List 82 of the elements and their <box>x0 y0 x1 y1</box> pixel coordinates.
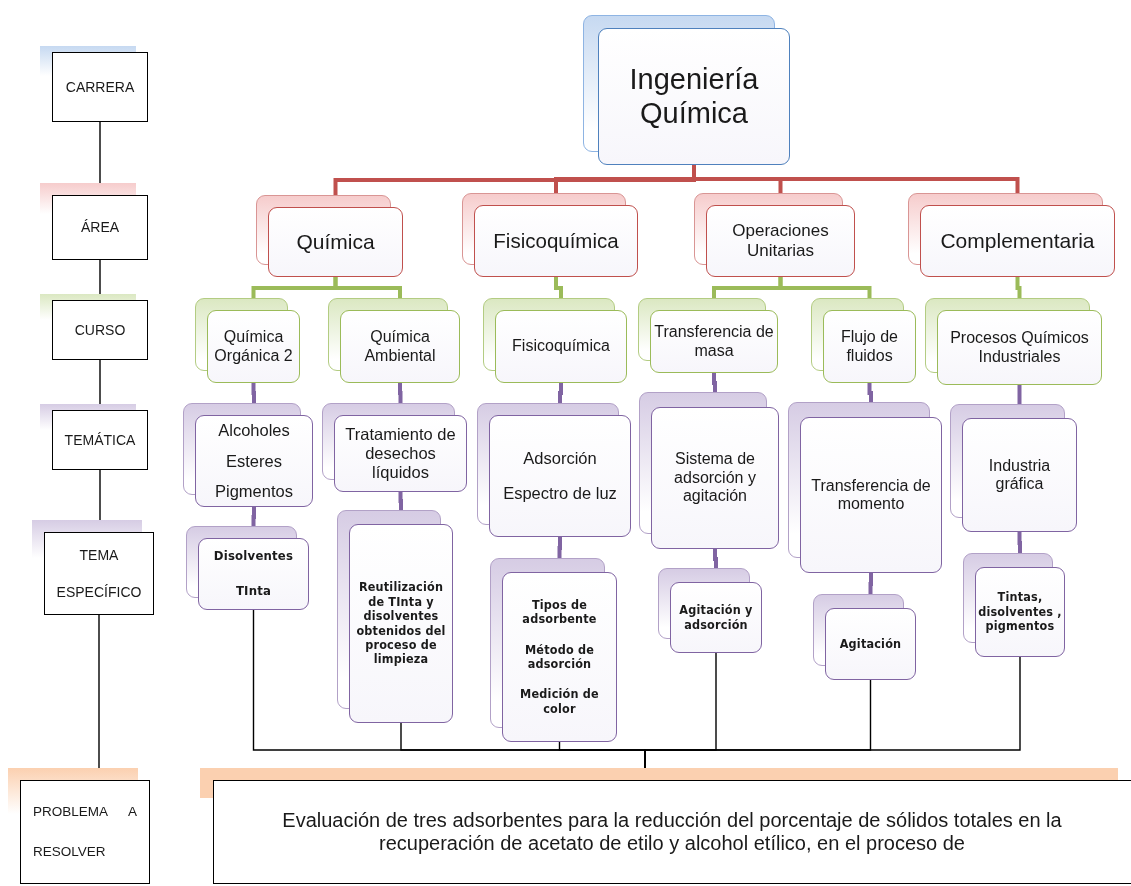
concept-text: Fisicoquímica <box>512 337 610 356</box>
connector-line <box>99 359 101 405</box>
concept-text: Industria gráfica <box>987 456 1052 494</box>
concept-text: Química Orgánica 2 <box>213 328 294 365</box>
concept-card <box>462 193 638 277</box>
concept-card <box>183 403 313 507</box>
connector-line <box>99 259 101 295</box>
concept-card <box>583 15 790 165</box>
concept-card <box>963 553 1065 657</box>
connector-line <box>713 549 718 568</box>
concept-card <box>328 298 460 383</box>
concept-card <box>337 510 453 723</box>
concept-text: Disolventes <box>213 549 294 564</box>
connector-line <box>868 573 873 594</box>
concept-text: Ingeniería Química <box>628 63 760 130</box>
concept-text: Método de adsorción <box>523 642 596 672</box>
concept-card <box>483 298 627 383</box>
concept-card <box>477 403 631 537</box>
concept-text: Esteres <box>226 451 282 471</box>
concept-text: Sistema de adsorción y agitación <box>673 450 757 506</box>
connector-line <box>1017 532 1022 553</box>
concept-card <box>638 298 778 373</box>
level-label: ÁREA <box>79 219 121 236</box>
connector-line <box>644 656 1021 769</box>
concept-card <box>813 594 916 680</box>
concept-text: Operaciones Unitarias <box>731 221 830 261</box>
concept-text: Espectro de luz <box>503 484 617 503</box>
concept-text: Complementaria <box>940 228 1095 254</box>
concept-card <box>322 403 467 492</box>
connector-line <box>557 537 562 558</box>
concept-card <box>658 568 762 653</box>
concept-text: Fisicoquímica <box>493 229 619 253</box>
concept-card <box>639 392 779 549</box>
concept-text: Agitación <box>839 636 902 652</box>
connector-line <box>251 383 256 403</box>
concept-card <box>195 298 300 383</box>
connector-line <box>398 383 403 403</box>
level-label: TEMA ESPECÍFICO <box>55 546 143 602</box>
level-label: CARRERA <box>64 78 136 96</box>
problem-text: Evaluación de tres adsorbentes para la reducción del porcentaje de sólidos totales en la recuperación de acetato de etilo y alcohol etílico, en el proceso de <box>281 809 1063 855</box>
concept-card <box>950 404 1077 532</box>
concept-card <box>186 526 309 610</box>
connector-line <box>99 469 101 521</box>
concept-text: Alcoholes <box>218 420 290 440</box>
concept-text: Reutilización de TInta y disolventes obtenidos del proceso de limpieza <box>355 580 447 667</box>
concept-text: Pigmentos <box>215 482 293 502</box>
concept-card <box>256 195 403 277</box>
concept-text: Agitación y adsorción <box>678 603 754 632</box>
connector-line <box>558 383 563 403</box>
concept-text: Tipos de adsorbente <box>521 597 598 627</box>
concept-text: Adsorción <box>523 449 597 468</box>
concept-card <box>694 193 855 277</box>
connector-line <box>554 277 563 298</box>
connector-line <box>251 507 256 526</box>
connector-line <box>712 373 717 392</box>
connector-line <box>398 492 403 510</box>
concept-text: Medición de color <box>519 687 600 717</box>
concept-card <box>788 402 942 573</box>
concept-card <box>925 298 1102 385</box>
concept-text: TInta <box>235 584 272 599</box>
concept-text: Tintas, disolventes , pigmentos <box>978 590 1062 634</box>
connector-line <box>333 277 402 298</box>
concept-text: Química <box>296 229 375 255</box>
level-label: CURSO <box>73 321 127 339</box>
connector-line <box>98 614 100 769</box>
concept-card <box>490 558 617 742</box>
concept-text: Transferencia de masa <box>653 323 775 360</box>
connector-line <box>867 383 873 402</box>
concept-text: Química Ambiental <box>363 328 437 365</box>
connector-line <box>99 121 101 184</box>
connector-line <box>778 277 872 298</box>
concept-card <box>908 193 1115 277</box>
concept-text: Flujo de fluidos <box>840 328 899 365</box>
level-label: PROBLEMA A RESOLVER <box>32 802 138 861</box>
connector-line <box>1017 385 1022 404</box>
concept-text: Transferencia de momento <box>810 476 932 514</box>
level-label: TEMÁTICA <box>63 431 137 449</box>
connector-line <box>1015 277 1022 298</box>
concept-text: Procesos Químicos Industriales <box>949 329 1090 366</box>
problem-statement-box <box>200 768 1131 884</box>
concept-card <box>811 298 916 383</box>
concept-text: Tratamiento de desechos líquidos <box>344 425 457 482</box>
